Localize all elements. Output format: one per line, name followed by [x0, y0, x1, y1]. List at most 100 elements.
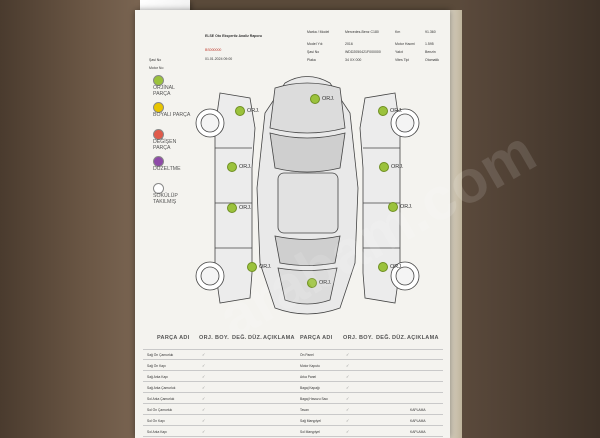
col-header-part-name: PARÇA ADI — [157, 335, 190, 341]
mark-left-rear-fender: ORJ. — [247, 262, 272, 272]
table-row: Sol Ön Çamurluk — [147, 408, 173, 412]
check-icon: ✓ — [202, 418, 206, 423]
mark-right-rear-fender: ORJ. — [378, 262, 403, 272]
mark-label: ORJ. — [259, 264, 272, 270]
report-code: BS000000 — [205, 48, 222, 52]
field-value: WDD2050421F000000 — [345, 50, 381, 54]
check-icon: ✓ — [202, 352, 206, 357]
table-row: Arka Panel — [300, 375, 317, 379]
table-row: Bagaj Kapağı — [300, 386, 320, 390]
mark-label: ORJ. — [322, 96, 335, 102]
field-label: Şasi No — [307, 50, 320, 54]
green-dot-icon — [307, 278, 317, 288]
check-icon: ✓ — [202, 363, 206, 368]
legend-label: SÖKÜLÜP TAKILMIŞ — [153, 193, 178, 205]
mark-label: ORJ. — [239, 164, 252, 170]
table-row: Tavan — [300, 408, 309, 412]
field-value: Otomatik — [425, 58, 440, 62]
field-label: Plaka — [307, 58, 316, 62]
table-row: Motor Kaputu — [300, 364, 320, 368]
col-header-deg: DEĞ. — [376, 335, 391, 341]
green-dot-icon — [378, 106, 388, 116]
mark-left-rear-door: ORJ. — [227, 203, 252, 213]
left-field-label: Motor No — [149, 66, 164, 70]
field-value: 91.360 — [425, 30, 436, 34]
mark-label: ORJ. — [390, 264, 403, 270]
check-icon: ✓ — [346, 407, 350, 412]
check-icon: ✓ — [346, 374, 350, 379]
table-row: Ön Panel — [300, 353, 314, 357]
col-header-desc: AÇIKLAMA — [263, 335, 295, 341]
report-title: ELSE Oto Ekspertiz Analiz Raporu — [205, 34, 263, 38]
check-icon: ✓ — [202, 374, 206, 379]
purple-dot-icon — [153, 156, 164, 167]
desk-background-right — [460, 0, 600, 438]
legend-item-painted: BOYALI PARÇA — [149, 102, 190, 126]
note-cell: KAPLAMA — [410, 419, 426, 423]
car-body-diagram — [195, 76, 420, 315]
legend-item-repaired: DÜZELTME — [149, 156, 189, 180]
table-row: Sağ Arka Çamurluk — [147, 386, 176, 390]
table-row: Sağ Arka Kapı — [147, 375, 169, 379]
table-divider — [143, 403, 443, 404]
legend-label: DEĞİŞEN PARÇA — [153, 139, 177, 151]
field-label: Yakıt — [395, 50, 403, 54]
yellow-dot-icon — [153, 102, 164, 113]
col-header-boy: BOY. — [215, 335, 230, 341]
field-value: 2016 — [345, 42, 353, 46]
legend-item-original: ORJİNAL PARÇA — [149, 75, 189, 99]
mark-left-front-fender: ORJ. — [235, 106, 260, 116]
mark-hood: ORJ. — [310, 94, 335, 104]
mark-right-front-door: ORJ. — [379, 162, 404, 172]
report-sheet: ELSE Oto Ekspertiz Analiz Raporu BS00000… — [135, 10, 450, 438]
field-label: Motor Hacmi — [395, 42, 415, 46]
col-header-desc: AÇIKLAMA — [407, 335, 439, 341]
table-row: Sol Ön Kapı — [147, 419, 165, 423]
table-row: Sol Arka Çamurluk — [147, 397, 175, 401]
mark-trunk: ORJ. — [307, 278, 332, 288]
legend-item-changed: DEĞİŞEN PARÇA — [149, 129, 189, 153]
desk-background-left — [0, 0, 140, 438]
check-icon: ✓ — [202, 385, 206, 390]
field-label: Km — [395, 30, 401, 34]
field-label: Vites Tipi — [395, 58, 410, 62]
check-icon: ✓ — [346, 352, 350, 357]
legend-label: DÜZELTME — [153, 166, 181, 172]
green-dot-icon — [388, 202, 398, 212]
left-field-label: Şasi No — [149, 58, 162, 62]
check-icon: ✓ — [346, 418, 350, 423]
mark-label: ORJ. — [247, 108, 260, 114]
green-dot-icon — [227, 162, 237, 172]
table-row: Sağ Ön Kapı — [147, 364, 166, 368]
color-legend: ORJİNAL PARÇA BOYALI PARÇA DEĞİŞEN PARÇA… — [149, 75, 190, 210]
table-divider — [143, 425, 443, 426]
green-dot-icon — [247, 262, 257, 272]
check-icon: ✓ — [346, 429, 350, 434]
red-dot-icon — [153, 129, 164, 140]
field-value: 1.595 — [425, 42, 434, 46]
green-dot-icon — [378, 262, 388, 272]
table-divider — [143, 436, 443, 437]
table-row: Sol Marşpiyel — [300, 430, 320, 434]
table-row: Sağ Ön Çamurluk — [147, 353, 174, 357]
table-row: Sağ Marşpiyel — [300, 419, 321, 423]
check-icon: ✓ — [346, 363, 350, 368]
col-header-duz: DÜZ. — [392, 335, 407, 341]
table-divider — [143, 392, 443, 393]
col-header-boy: BOY. — [359, 335, 374, 341]
legend-item-removed: SÖKÜLÜP TAKILMIŞ — [149, 183, 189, 207]
field-value: Benzin — [425, 50, 436, 54]
mark-right-front-fender: ORJ. — [378, 106, 403, 116]
check-icon: ✓ — [202, 396, 206, 401]
green-dot-icon — [227, 203, 237, 213]
legend-label: ORJİNAL PARÇA — [153, 85, 175, 97]
col-header-deg: DEĞ. — [232, 335, 247, 341]
table-divider — [143, 349, 443, 350]
field-label: Model Yılı — [307, 42, 323, 46]
report-date: 01.01.2024 09:00 — [205, 57, 233, 61]
field-label: Marka / Model — [307, 30, 330, 34]
green-dot-icon — [235, 106, 245, 116]
check-icon: ✓ — [346, 396, 350, 401]
table-divider — [143, 359, 443, 360]
col-header-orj: ORJ. — [199, 335, 214, 341]
